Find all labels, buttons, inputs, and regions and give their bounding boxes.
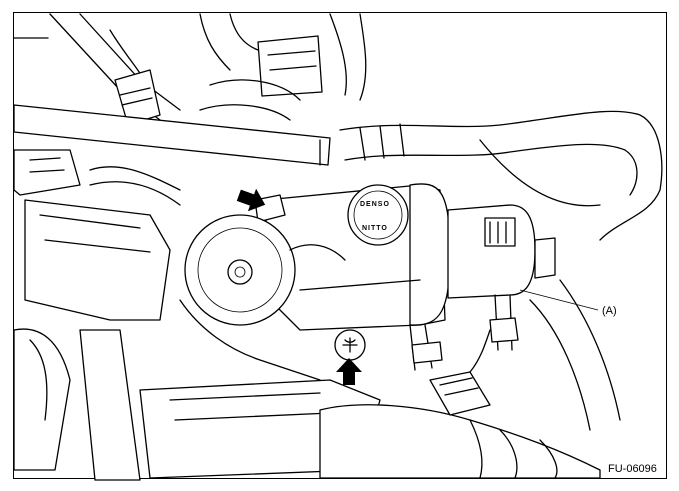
callout-leader (519, 289, 599, 311)
wiring-harness (339, 110, 663, 241)
left-components (13, 149, 181, 481)
lower-components (139, 279, 621, 479)
crossmember-bar (13, 104, 331, 166)
stamp-top: DENSO (360, 201, 390, 208)
solenoid-center (227, 259, 253, 285)
arrow-upper (236, 188, 266, 212)
mounting-bolt (334, 329, 366, 361)
figure-code: FU-06096 (608, 463, 657, 475)
solenoid-valve-assembly: DENSO NITTO (184, 183, 556, 416)
valve-cap (347, 184, 409, 246)
callout-a-label: (A) (602, 305, 617, 317)
stamp-bottom: NITTO (362, 225, 388, 232)
arrow-lower (336, 358, 362, 385)
upper-components (49, 13, 367, 126)
harness-connector (429, 371, 491, 416)
